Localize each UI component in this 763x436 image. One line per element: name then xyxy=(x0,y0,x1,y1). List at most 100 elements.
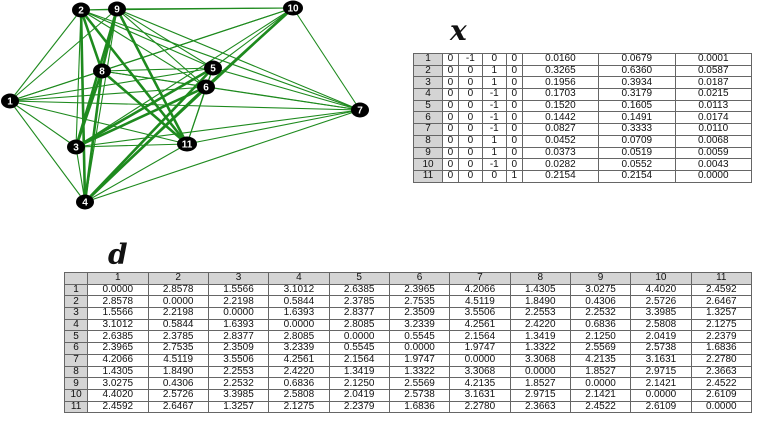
edge-8-3 xyxy=(74,70,104,148)
edge-2-5 xyxy=(80,9,214,69)
d-cell: 0.5545 xyxy=(328,342,390,355)
d-cell: 4.5119 xyxy=(449,295,511,309)
d-cell: 4.2066 xyxy=(87,353,149,367)
edge-6-4 xyxy=(84,86,207,203)
d-cell: 2.8085 xyxy=(268,330,330,344)
d-cell: 3.2339 xyxy=(388,318,451,332)
node-label: 6 xyxy=(203,83,209,94)
d-cell: 2.3965 xyxy=(87,342,149,355)
edge-6-3 xyxy=(75,85,207,149)
d-cell: 2.3509 xyxy=(388,307,451,320)
x-cell: 0 xyxy=(457,64,483,78)
d-column-header: 3 xyxy=(207,272,270,285)
x-cell: 0 xyxy=(505,134,523,148)
node-6: 6 xyxy=(197,79,215,95)
x-cell: 1 xyxy=(481,146,507,160)
d-cell: 2.5738 xyxy=(388,388,451,402)
x-cell: -1 xyxy=(481,99,507,113)
d-cell: 0.5844 xyxy=(268,295,330,309)
d-cell: 3.2339 xyxy=(268,342,330,355)
x-cell: 0 xyxy=(442,158,459,171)
d-row-index: 10 xyxy=(63,388,89,402)
x-cell: 0.0110 xyxy=(674,123,752,136)
x-cell: 0.0373 xyxy=(521,146,600,160)
d-cell: 1.6393 xyxy=(268,307,330,320)
d-cell: 2.2780 xyxy=(449,400,511,414)
d-cell: 2.9715 xyxy=(509,388,571,402)
x-cell: 0.0000 xyxy=(674,169,752,183)
x-cell: 0 xyxy=(505,111,523,125)
d-cell: 2.5808 xyxy=(268,388,330,402)
edge-7-4 xyxy=(84,109,361,203)
d-cell: 3.0275 xyxy=(87,377,149,390)
x-cell: 0.0001 xyxy=(674,53,752,66)
d-cell: 2.1564 xyxy=(328,353,390,367)
node-label: 11 xyxy=(182,140,193,151)
d-cell: 2.2379 xyxy=(690,330,753,344)
d-cell: 2.7535 xyxy=(388,295,451,309)
d-cell: 3.1012 xyxy=(87,318,149,332)
d-cell: 2.4522 xyxy=(690,377,753,390)
d-cell: 1.3322 xyxy=(509,342,571,355)
edge-10-5 xyxy=(212,7,294,69)
d-column-header: 7 xyxy=(449,272,511,285)
x-cell: 0 xyxy=(457,146,483,160)
d-column-header: 4 xyxy=(268,272,330,285)
edge-2-6 xyxy=(80,9,207,88)
x-cell: 0.0827 xyxy=(521,123,600,136)
d-row-index: 7 xyxy=(63,353,89,367)
node-label: 5 xyxy=(210,64,216,75)
edge-10-3 xyxy=(75,7,294,148)
d-cell: 3.1012 xyxy=(268,283,330,297)
d-cell: 2.1421 xyxy=(569,388,632,402)
edge-2-8 xyxy=(79,9,104,72)
d-cell: 2.6385 xyxy=(328,283,390,297)
x-cell: 0 xyxy=(442,169,459,183)
d-cell: 2.2553 xyxy=(207,365,270,379)
d-cell: 0.5844 xyxy=(147,318,209,332)
d-cell: 2.1421 xyxy=(630,377,692,390)
x-cell: 0 xyxy=(505,76,523,90)
d-cell: 0.0000 xyxy=(690,400,753,414)
d-cell: 0.5545 xyxy=(388,330,451,344)
d-column-header: 6 xyxy=(388,272,451,285)
x-cell: 0.0215 xyxy=(674,88,752,101)
d-column-header: 10 xyxy=(630,272,692,285)
x-row-index: 7 xyxy=(413,123,443,136)
d-cell: 2.8578 xyxy=(147,283,209,297)
d-cell: 1.3257 xyxy=(207,400,270,414)
edge-10-8 xyxy=(101,7,294,72)
d-cell: 0.0000 xyxy=(388,342,451,355)
edge-3-4 xyxy=(75,146,86,203)
x-cell: -1 xyxy=(457,53,483,66)
edge-9-11 xyxy=(115,8,189,145)
node-10: 10 xyxy=(283,0,303,16)
x-cell: 0 xyxy=(457,76,483,90)
d-cell: 2.4220 xyxy=(509,318,571,332)
x-cell: 0 xyxy=(505,64,523,78)
d-row-index: 2 xyxy=(63,295,89,309)
x-cell: 0 xyxy=(481,169,507,183)
d-row-index: 11 xyxy=(63,400,89,414)
d-row-index: 5 xyxy=(63,330,89,344)
d-cell: 1.9747 xyxy=(388,353,451,367)
d-column-header: 2 xyxy=(147,272,209,285)
d-row-index: 3 xyxy=(63,307,89,320)
x-cell: 0.0068 xyxy=(674,134,752,148)
d-cell: 2.5726 xyxy=(630,295,692,309)
d-cell: 0.6836 xyxy=(268,377,330,390)
x-cell: 0 xyxy=(457,111,483,125)
x-cell: 0.0709 xyxy=(598,134,676,148)
x-cell: 0 xyxy=(457,99,483,113)
d-symbol: d xyxy=(108,238,128,271)
edge-8-5 xyxy=(101,67,214,72)
edge-2-4 xyxy=(79,9,87,203)
node-label: 8 xyxy=(99,67,105,78)
x-cell: 0.0187 xyxy=(674,76,752,90)
